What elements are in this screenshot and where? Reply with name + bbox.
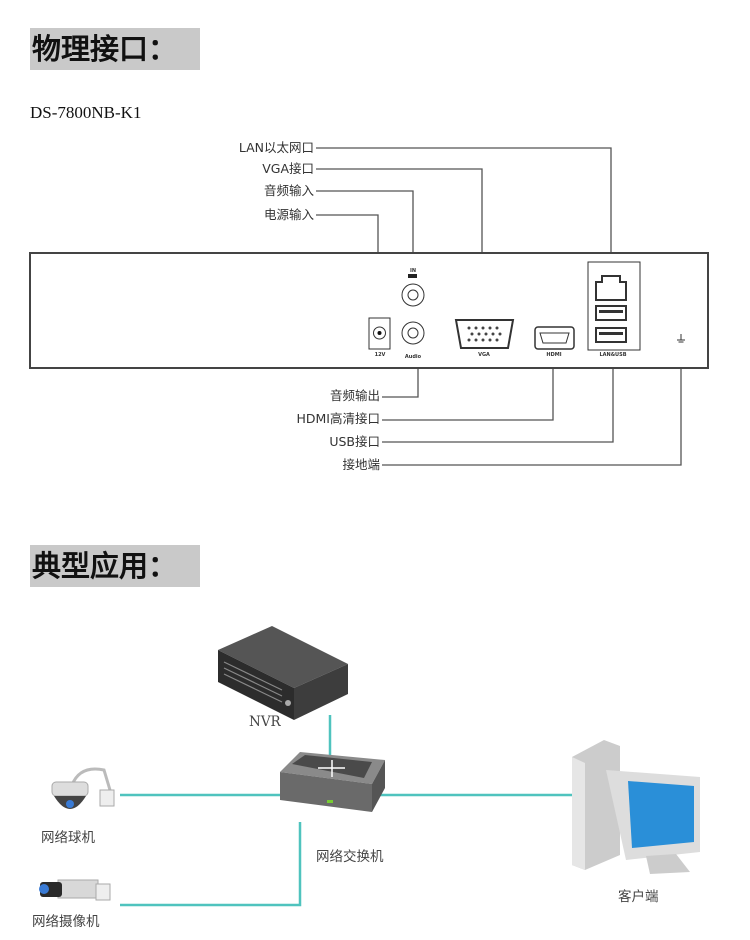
port-label-audio-out: Audio xyxy=(404,354,422,360)
power-jack-icon xyxy=(368,317,391,350)
leader-ground xyxy=(382,345,682,466)
port-label-audio-in: IN xyxy=(409,268,417,274)
hdmi-port-icon xyxy=(534,326,575,350)
section-heading-application: 典型应用： xyxy=(30,545,200,587)
leader-lines xyxy=(316,147,682,466)
label-switch: 网络交换机 xyxy=(316,849,384,865)
network-switch-icon xyxy=(280,752,385,812)
usb-port-icon xyxy=(595,305,627,321)
network-lines xyxy=(120,715,572,907)
client-computer-icon xyxy=(572,740,700,874)
callout-ground: 接地端 xyxy=(342,457,380,472)
leader-usb xyxy=(382,365,614,443)
leader-audio-in xyxy=(316,190,414,280)
label-box-camera: 网络摄像机 xyxy=(32,914,100,930)
camera-switch-line xyxy=(120,822,302,907)
leader-hdmi xyxy=(382,360,554,421)
leader-audio-out xyxy=(382,366,419,398)
vga-port-icon xyxy=(454,319,515,349)
callout-vga: VGA接口 xyxy=(262,161,314,176)
lan-port-icon xyxy=(595,275,627,301)
label-dome-camera: 网络球机 xyxy=(41,830,95,846)
usb-port-icon xyxy=(595,327,627,343)
callout-audio-out: 音频输出 xyxy=(329,388,380,403)
port-label-hdmi: HDMI xyxy=(546,352,562,358)
section-heading-interfaces: 物理接口： xyxy=(30,28,200,70)
label-nvr: NVR xyxy=(249,714,281,730)
model-number: DS-7800NB-K1 xyxy=(30,103,142,122)
callout-power: 电源输入 xyxy=(263,207,314,222)
callout-lan: LAN以太网口 xyxy=(238,140,314,155)
port-label-lan-usb: LAN&USB xyxy=(599,352,627,358)
dome-camera-icon xyxy=(51,767,115,809)
port-label-vga: VGA xyxy=(478,352,490,358)
port-label-power: 12V xyxy=(374,352,386,358)
leader-lan xyxy=(316,147,612,262)
callout-audio-in: 音频输入 xyxy=(263,183,314,198)
callout-hdmi: HDMI高清接口 xyxy=(296,411,381,426)
label-client: 客户端 xyxy=(618,889,659,905)
audio-in-jack-icon xyxy=(401,283,425,307)
box-camera-icon xyxy=(39,879,111,901)
ground-terminal-icon xyxy=(677,334,685,343)
nvr-icon xyxy=(218,626,348,720)
callout-usb: USB接口 xyxy=(329,434,380,449)
audio-out-jack-icon xyxy=(401,321,425,345)
